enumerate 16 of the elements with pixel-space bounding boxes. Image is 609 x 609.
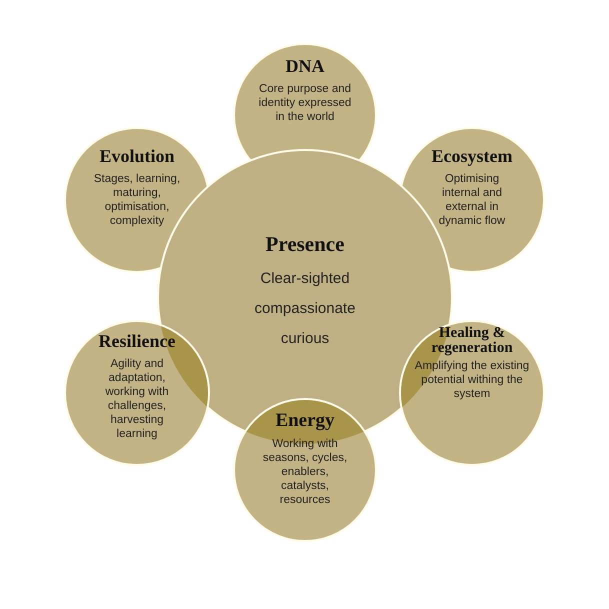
circle-heading: Presence [264, 231, 346, 258]
circle-heading: Healing & regeneration [430, 326, 514, 356]
circle-description: compassionate [254, 299, 356, 319]
circle-heading: Energy [274, 409, 336, 433]
circle-description: Core purpose and identity expressed in the world [258, 82, 352, 124]
circle-description: curious [280, 329, 330, 349]
circle-heading: Evolution [98, 145, 176, 168]
circle-description: Agility and adaptation, working with challenges, harvesting learning [104, 357, 170, 441]
circle-heading: Resilience [98, 330, 176, 353]
circle-description: Amplifying the existing potential withing the system [414, 359, 530, 401]
circle-description: Optimising internal and external in dynamic flow [438, 172, 506, 228]
circle-heading: Ecosystem [430, 145, 514, 168]
circle-description: Stages, learning, maturing, optimisation, complexity [92, 172, 182, 228]
circle-description: Clear-sighted [259, 269, 351, 289]
circle-heading: DNA [284, 55, 326, 78]
circle-description: Working with seasons, cycles, enablers, catalysts, resources [262, 437, 348, 507]
